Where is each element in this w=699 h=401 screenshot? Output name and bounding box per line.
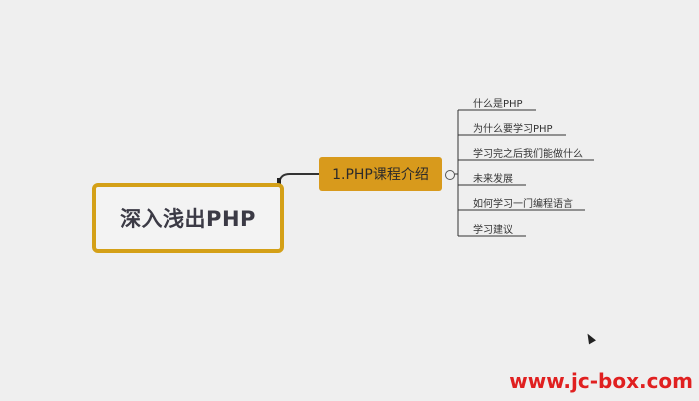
leaf-node[interactable]: 如何学习一门编程语言 (473, 199, 573, 210)
watermark: www.jc-box.com (509, 369, 693, 393)
root-node[interactable]: 深入浅出PHP (92, 183, 284, 253)
collapse-toggle-icon[interactable] (445, 170, 455, 180)
leaf-node[interactable]: 什么是PHP (473, 99, 523, 110)
leaf-node[interactable]: 为什么要学习PHP (473, 124, 553, 135)
branch-node[interactable]: 1.PHP课程介绍 (319, 157, 442, 191)
branch-node-label: 1.PHP课程介绍 (332, 167, 429, 183)
root-node-label: 深入浅出PHP (120, 207, 256, 231)
leaf-node[interactable]: 未来发展 (473, 174, 513, 185)
leaf-node[interactable]: 学习建议 (473, 225, 513, 236)
root-branch-connector (278, 173, 319, 187)
leaf-node[interactable]: 学习完之后我们能做什么 (473, 149, 583, 160)
